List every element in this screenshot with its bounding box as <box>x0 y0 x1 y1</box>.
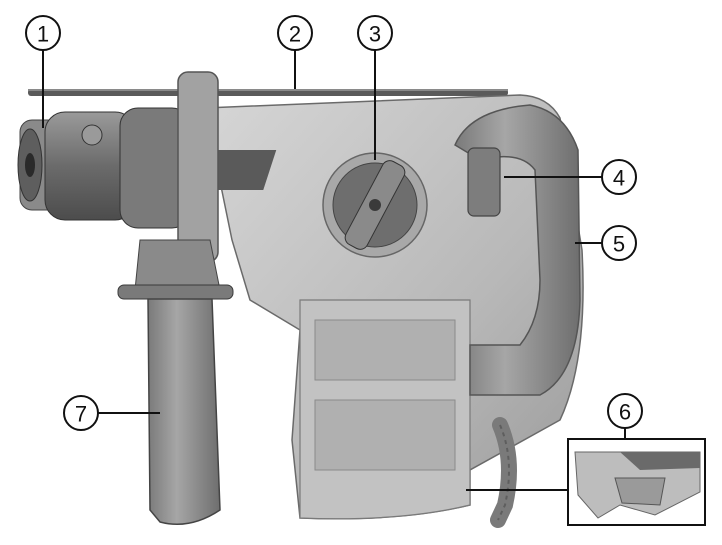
callout-3: 3 <box>357 15 393 51</box>
callout-1-number: 1 <box>37 22 49 47</box>
depth-gauge-clamp <box>177 71 219 263</box>
inset-detail-box <box>567 438 706 526</box>
callout-2-number: 2 <box>289 22 301 47</box>
callout-4: 4 <box>601 159 637 195</box>
tool-holder-chuck <box>17 107 191 229</box>
callout-2: 2 <box>277 15 313 51</box>
side-handle <box>117 239 234 525</box>
on-off-switch <box>467 147 501 217</box>
callout-7-number: 7 <box>75 402 87 427</box>
callout-7: 7 <box>63 395 99 431</box>
callout-6: 6 <box>607 393 643 429</box>
power-cord <box>490 417 517 528</box>
callout-5-number: 5 <box>613 232 625 257</box>
callout-4-number: 4 <box>613 166 625 191</box>
callout-3-number: 3 <box>369 22 381 47</box>
callout-5: 5 <box>601 225 637 261</box>
leader-lines <box>42 50 626 491</box>
callout-1: 1 <box>25 15 61 51</box>
callout-6-number: 6 <box>619 400 631 425</box>
function-selector-switch <box>322 152 428 258</box>
depth-gauge-rod <box>28 89 508 96</box>
